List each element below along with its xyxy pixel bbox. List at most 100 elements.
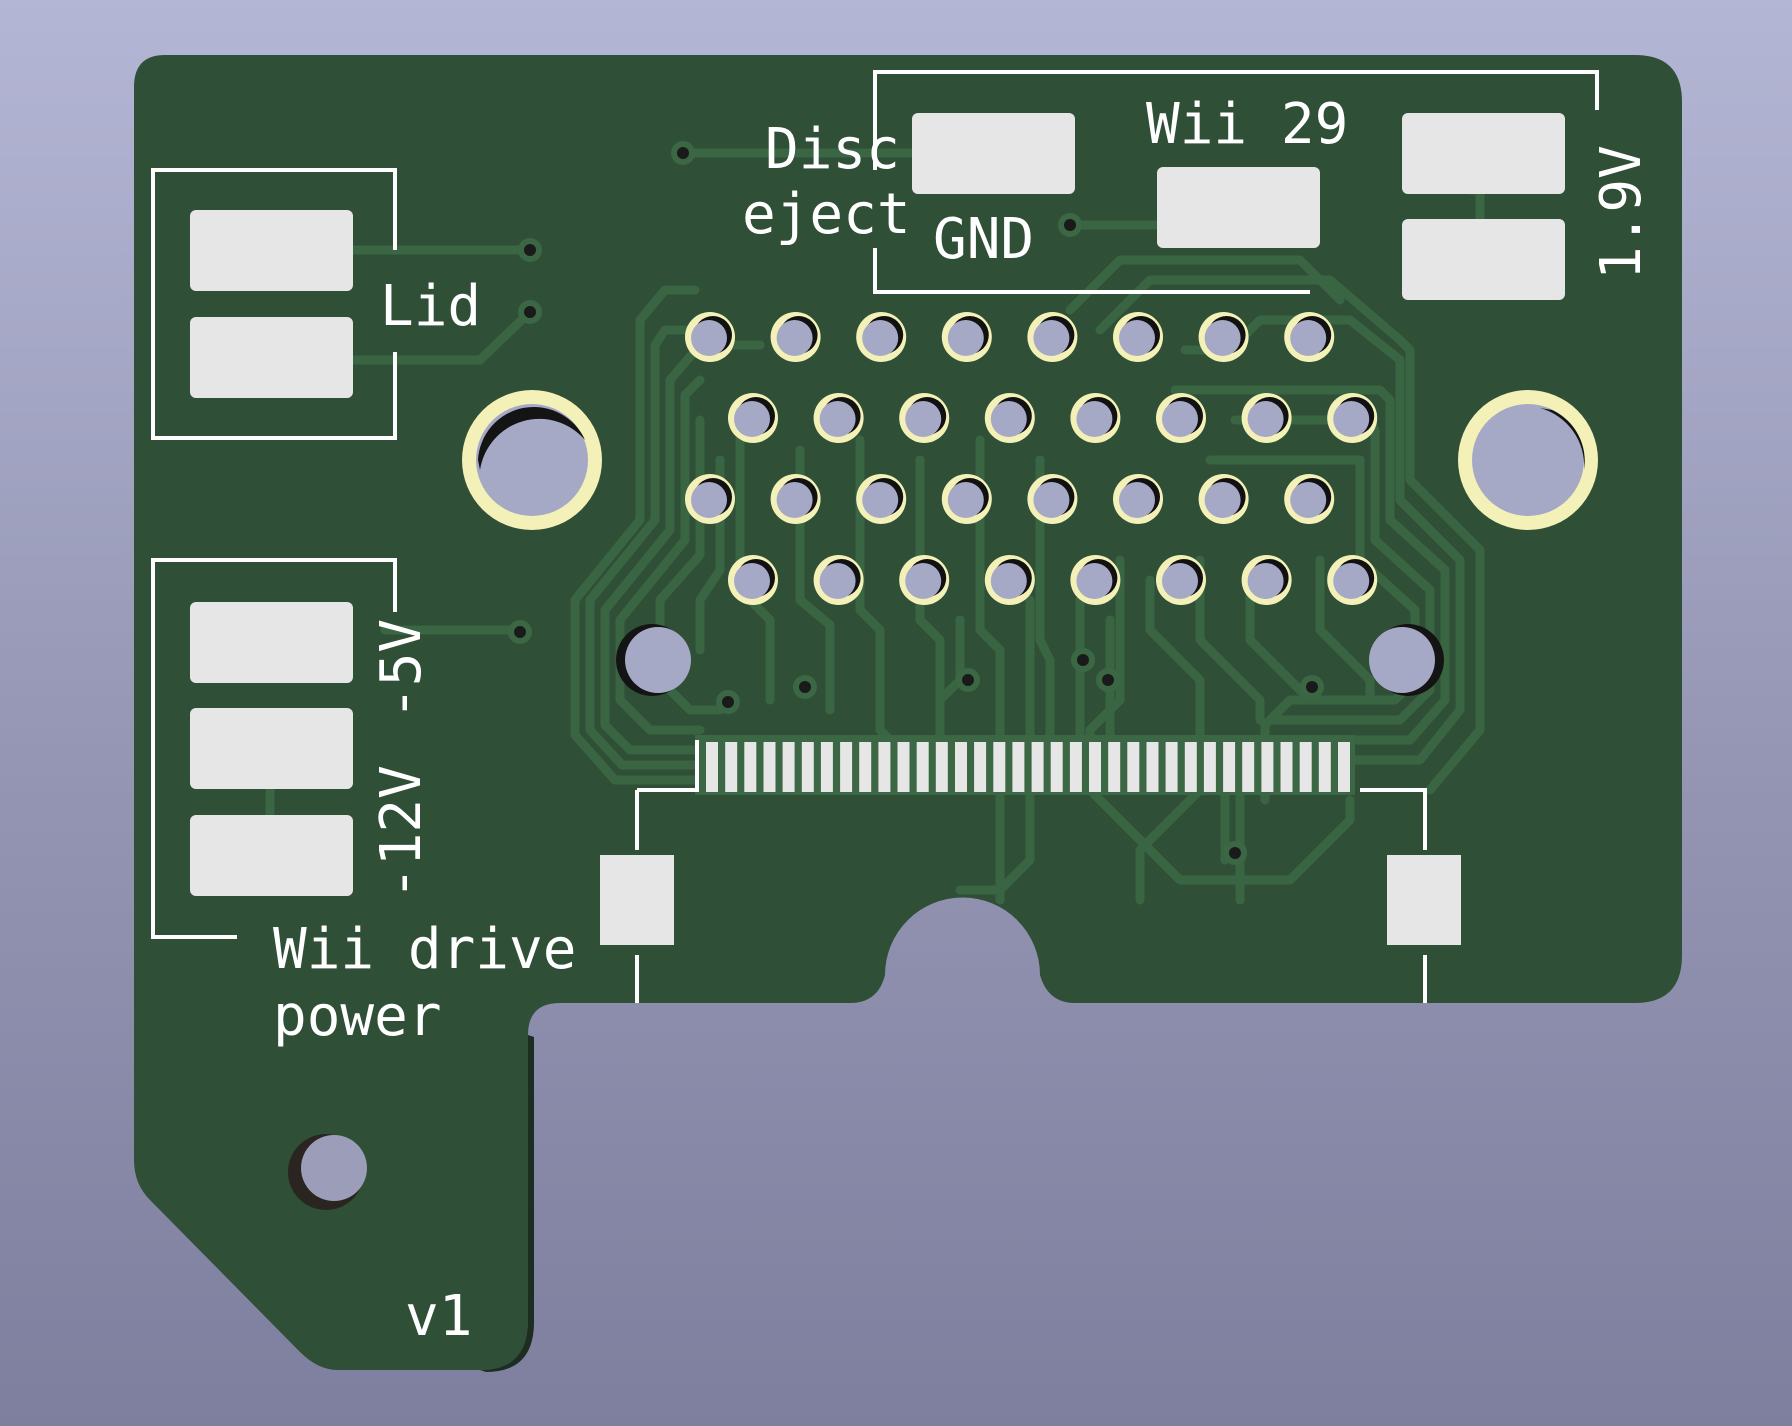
mount-hole-left-shade — [478, 406, 585, 470]
label-gnd: GND — [933, 207, 1034, 272]
via — [793, 675, 817, 699]
fpc-finger — [1108, 742, 1121, 792]
connector-pin — [1027, 474, 1078, 524]
silkscreen-outlines — [151, 70, 1599, 1003]
connector-pin — [1113, 312, 1163, 362]
via — [1071, 648, 1095, 672]
via — [518, 238, 542, 262]
connector-pin — [1027, 312, 1078, 362]
connector-pins — [685, 312, 1378, 605]
fpc-finger — [1146, 742, 1159, 792]
via — [1096, 668, 1120, 692]
fpc-finger — [974, 742, 987, 792]
label-eject: eject — [742, 182, 911, 247]
power-outline — [151, 558, 397, 939]
fpc-finger — [1127, 742, 1140, 792]
fpc-finger — [1318, 742, 1331, 792]
smd-pads — [190, 113, 1565, 945]
connector-pin — [984, 555, 1035, 605]
connector-pin — [1070, 393, 1121, 443]
fpc-outline-right — [1360, 788, 1427, 850]
npth-bottom — [301, 1135, 367, 1201]
fpc-finger — [1031, 742, 1044, 792]
fpc-finger — [1050, 742, 1063, 792]
board-outline — [134, 55, 1682, 1370]
vias — [508, 141, 1324, 865]
via — [956, 668, 980, 692]
connector-pin — [1156, 393, 1206, 443]
mounting-holes — [288, 390, 1598, 1210]
fpc-finger — [744, 742, 757, 792]
lid-pad-2 — [190, 317, 353, 398]
fpc-finger — [1338, 742, 1350, 792]
connector-pin — [941, 312, 992, 362]
fpc-finger — [1299, 742, 1312, 792]
connector-pin — [685, 474, 735, 524]
connector-pin — [1198, 312, 1249, 362]
via — [1300, 675, 1324, 699]
connector-pin — [1198, 474, 1249, 524]
fpc-fingers — [706, 742, 1350, 792]
via — [508, 620, 532, 644]
connector-pin — [728, 555, 778, 605]
connector-pin — [770, 474, 821, 524]
fpc-finger — [1223, 742, 1236, 792]
gnd-pad — [1157, 167, 1320, 248]
fpc-finger — [1165, 742, 1178, 792]
fpc-finger — [935, 742, 948, 792]
connector-pin — [1156, 555, 1206, 605]
disc-eject-pad — [912, 113, 1075, 194]
connector-pin — [1070, 555, 1121, 605]
fpc-finger — [706, 742, 718, 792]
fpc-finger — [897, 742, 910, 792]
connector-pin — [856, 312, 907, 362]
connector-pin — [813, 393, 864, 443]
fpc-finger — [1089, 742, 1101, 792]
lid-outline — [151, 168, 397, 440]
label-wii29: Wii 29 — [1146, 92, 1348, 157]
connector-pin — [1241, 393, 1292, 443]
fpc-finger — [1203, 742, 1216, 792]
connector-pin — [1241, 555, 1292, 605]
label-disc: Disc — [765, 117, 900, 182]
v19-pad-2 — [1402, 219, 1565, 300]
connector-pin — [856, 474, 907, 524]
fpc-finger — [782, 742, 795, 792]
connector-pin — [984, 393, 1035, 443]
wii29-outline-bottom — [873, 248, 1310, 294]
fpc-finger — [1261, 742, 1274, 792]
fpc-finger — [859, 742, 872, 792]
fpc-finger — [1069, 742, 1082, 792]
fpc-finger — [1280, 742, 1293, 792]
fpc-anchor-right — [1387, 855, 1461, 945]
wii29-outline — [873, 70, 1599, 170]
connector-pin — [685, 312, 735, 362]
connector-pin — [1327, 393, 1378, 443]
fpc-finger — [820, 742, 833, 792]
connector-pin — [1284, 312, 1335, 362]
mount-hole-left — [476, 404, 588, 516]
connector-pin — [813, 555, 864, 605]
fpc-finger — [725, 742, 738, 792]
power-pad-gnd — [190, 815, 353, 896]
power-pad-12v — [190, 708, 353, 789]
fpc-anchor-left — [600, 855, 674, 945]
fpc-finger — [878, 742, 891, 792]
label-minus5v: -5V — [369, 619, 434, 720]
via — [671, 141, 695, 165]
connector-pin — [899, 555, 950, 605]
label-1v9: 1.9V — [1589, 145, 1654, 280]
fpc-finger — [840, 742, 853, 792]
fpc-finger — [993, 742, 1006, 792]
fpc-finger — [763, 742, 776, 792]
connector-pin — [1327, 555, 1378, 605]
fpc-finger — [1184, 742, 1197, 792]
board-edge-shadow — [480, 1035, 534, 1372]
fpc-finger — [955, 742, 967, 792]
fpc-finger — [916, 742, 929, 792]
connector-pin — [728, 393, 778, 443]
lid-pad-1 — [190, 210, 353, 291]
label-lid: Lid — [380, 274, 481, 339]
fpc-finger — [801, 742, 814, 792]
